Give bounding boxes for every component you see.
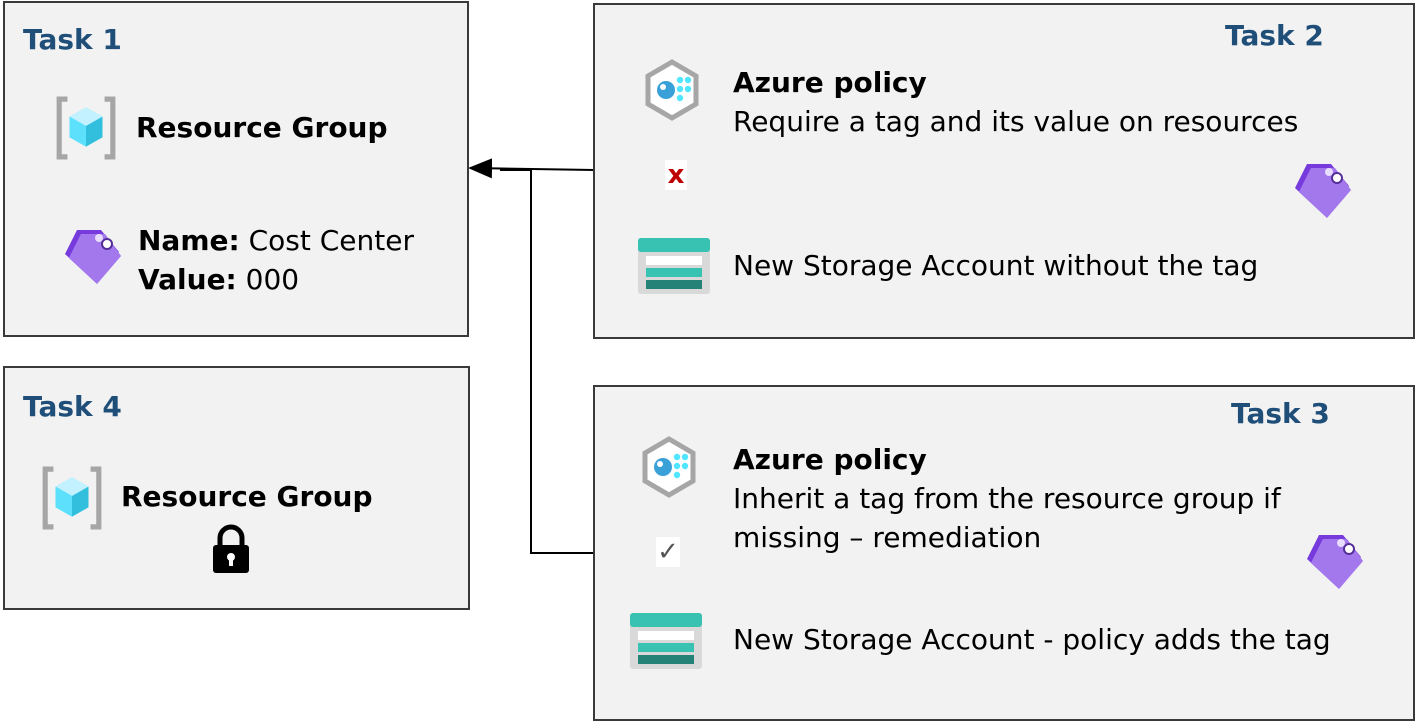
tag-value-key: Value: (138, 263, 237, 296)
tag-icon (1289, 158, 1353, 222)
task4-title: Task 4 (23, 390, 122, 423)
azure-policy-icon (637, 435, 701, 499)
task1-title: Task 1 (23, 23, 122, 56)
tag-value-row: Value: 000 (138, 261, 299, 299)
storage-label: New Storage Account - policy adds the ta… (733, 623, 1331, 656)
policy-title: Azure policy (733, 66, 927, 99)
storage-account-icon (630, 613, 702, 669)
resource-group-label: Resource Group (121, 480, 373, 513)
policy-description-line2: missing – remediation (733, 521, 1042, 554)
policy-description-line1: Inherit a tag from the resource group if (733, 482, 1281, 515)
task2-to-task1-line (468, 158, 595, 179)
task2-box: Task 2 Azure policy Require a tag and it… (593, 3, 1415, 339)
resource-group-icon (39, 465, 105, 531)
tag-name-value: Cost Center (248, 224, 414, 257)
policy-title: Azure policy (733, 443, 927, 476)
resource-group-icon (53, 95, 119, 161)
task2-title: Task 2 (1225, 19, 1324, 52)
allowed-mark: ✓ (656, 537, 680, 567)
task4-box: Task 4 Resource Group (3, 366, 470, 610)
tag-name-row: Name: Cost Center (138, 222, 414, 260)
task3-title: Task 3 (1231, 397, 1330, 430)
tag-icon (1301, 529, 1365, 593)
task3-to-task1-line (500, 169, 594, 554)
tag-value-value: 000 (245, 263, 300, 296)
task3-box: Task 3 Azure policy Inherit a tag from t… (593, 385, 1415, 721)
task1-box: Task 1 Resource Group Name: Cost Center … (3, 1, 469, 337)
azure-policy-icon (640, 58, 704, 122)
storage-label: New Storage Account without the tag (733, 249, 1259, 282)
tag-icon (59, 224, 123, 288)
policy-description: Require a tag and its value on resources (733, 105, 1299, 138)
resource-group-label: Resource Group (136, 111, 388, 144)
storage-account-icon (638, 238, 710, 294)
tag-name-key: Name: (138, 224, 240, 257)
denied-mark: x (665, 160, 687, 190)
lock-icon (211, 524, 251, 574)
